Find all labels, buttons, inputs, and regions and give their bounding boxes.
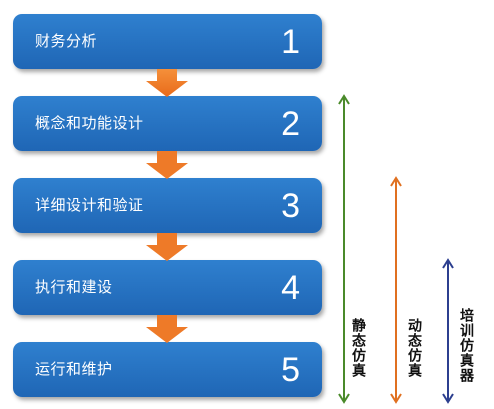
flow-arrow-3-4 — [146, 233, 188, 261]
step-number: 4 — [281, 269, 300, 307]
static-simulation-label: 静态仿真 — [350, 318, 366, 378]
step-label: 概念和功能设计 — [35, 114, 144, 132]
step-box-2: 概念和功能设计 2 — [13, 96, 322, 151]
step-box-1: 财务分析 1 — [13, 14, 322, 69]
step-label: 详细设计和验证 — [35, 196, 144, 214]
step-label: 财务分析 — [35, 32, 98, 50]
step-box-5: 运行和维护 5 — [13, 342, 322, 397]
flow-arrow-2-3 — [146, 151, 188, 179]
step-number: 5 — [281, 351, 300, 389]
training-simulator-label: 培训仿真器 — [458, 308, 474, 383]
dynamic-simulation-label: 动态仿真 — [406, 318, 422, 378]
step-number: 2 — [281, 105, 300, 143]
step-number: 3 — [281, 187, 300, 225]
step-box-4: 执行和建设 4 — [13, 260, 322, 315]
step-box-3: 详细设计和验证 3 — [13, 178, 322, 233]
flow-arrow-4-5 — [146, 315, 188, 343]
static-simulation-arrow — [338, 94, 350, 404]
step-label: 运行和维护 — [35, 360, 113, 378]
dynamic-simulation-arrow — [390, 176, 402, 404]
step-number: 1 — [281, 23, 300, 61]
step-label: 执行和建设 — [35, 278, 113, 296]
training-simulator-arrow — [442, 258, 454, 404]
flow-arrow-1-2 — [146, 69, 188, 97]
